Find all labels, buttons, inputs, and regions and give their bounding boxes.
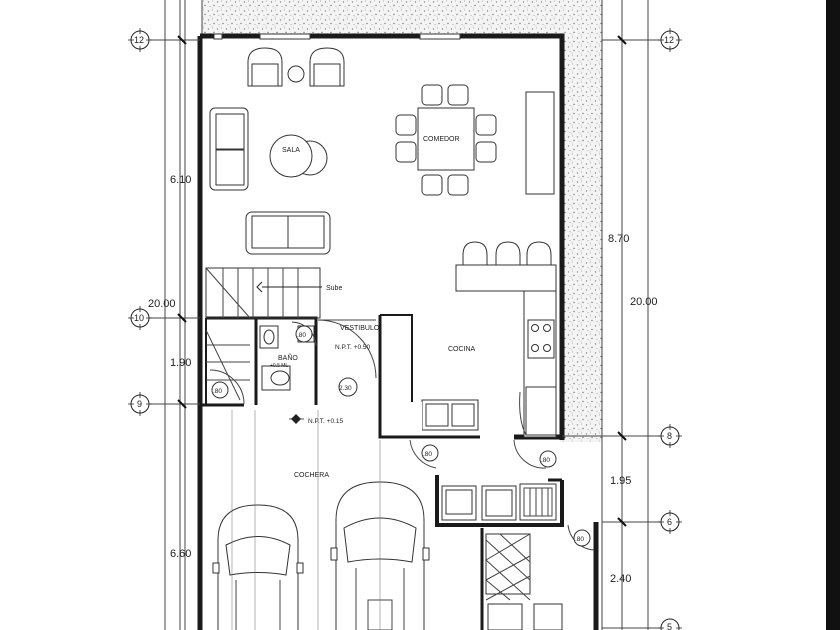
axis-label-9: 9 (137, 399, 142, 409)
axis-bubble-8 (658, 424, 682, 448)
room-label-comedor: COMEDOR (423, 136, 460, 143)
staircase (205, 267, 322, 401)
door-tag-5: .80 (575, 536, 584, 543)
axis-bubble-10 (128, 306, 152, 330)
room-label-cocina: COCINA (448, 346, 476, 353)
dim-left-top: 6.10 (170, 174, 191, 186)
door-tags (211, 325, 591, 547)
dining-furniture (395, 84, 555, 196)
page-edge (826, 0, 840, 630)
axis-bubble-12-left (128, 28, 152, 52)
axis-label-8: 8 (667, 431, 672, 441)
laundry-appliances (441, 483, 557, 521)
room-label-vestibulo: VESTIBULO (340, 325, 380, 332)
exterior-walls (197, 33, 565, 630)
axis-label-6: 6 (667, 517, 672, 527)
dim-right-total: 20.00 (630, 296, 658, 308)
door-swings (209, 319, 595, 551)
room-label-sala: SALA (282, 147, 300, 154)
door-tag-1: .80 (213, 388, 222, 395)
dim-left-total: 20.00 (148, 298, 176, 310)
axis-label-5: 5 (667, 622, 672, 630)
room-label-cochera: COCHERA (294, 472, 329, 479)
door-tag-3: .80 (423, 451, 432, 458)
axis-bubble-6 (658, 510, 682, 534)
dim-left-mid: 1.90 (170, 357, 191, 369)
axis-bubble-9 (128, 392, 152, 416)
garden-strip-right (560, 0, 602, 442)
door-tag-2: .80 (297, 332, 306, 339)
dim-right-bottom: 2.40 (610, 573, 631, 585)
axis-bubble-5 (658, 618, 682, 630)
grid-axis-lines (150, 35, 660, 629)
dim-left-bottom: 6.60 (170, 548, 191, 560)
axis-bubble-12-right (658, 28, 682, 52)
kitchen-fixtures (386, 241, 557, 438)
car-left (212, 504, 304, 630)
living-furniture (209, 47, 345, 255)
axis-label-12-right: 12 (664, 35, 674, 45)
axis-label-12-left: 12 (134, 35, 144, 45)
dim-right-top: 8.70 (608, 233, 629, 245)
door-tag-7: 2.30 (339, 385, 352, 392)
level-npt-015: N.P.T. +0.15 (308, 418, 343, 425)
garden-strip-top (202, 0, 602, 38)
property-lines (164, 0, 649, 630)
garage-grid-lines (231, 410, 381, 630)
bano-level-tag: +0.5 ML (270, 363, 288, 369)
stair-label: Sube (326, 285, 342, 292)
door-tag-4: .80 (541, 457, 550, 464)
room-label-bano: BAÑO (278, 353, 298, 362)
level-npt-050: N.P.T. +0.50 (335, 344, 370, 351)
service-room (485, 533, 563, 630)
axis-label-10: 10 (134, 313, 144, 323)
dim-right-mid: 1.95 (610, 475, 631, 487)
